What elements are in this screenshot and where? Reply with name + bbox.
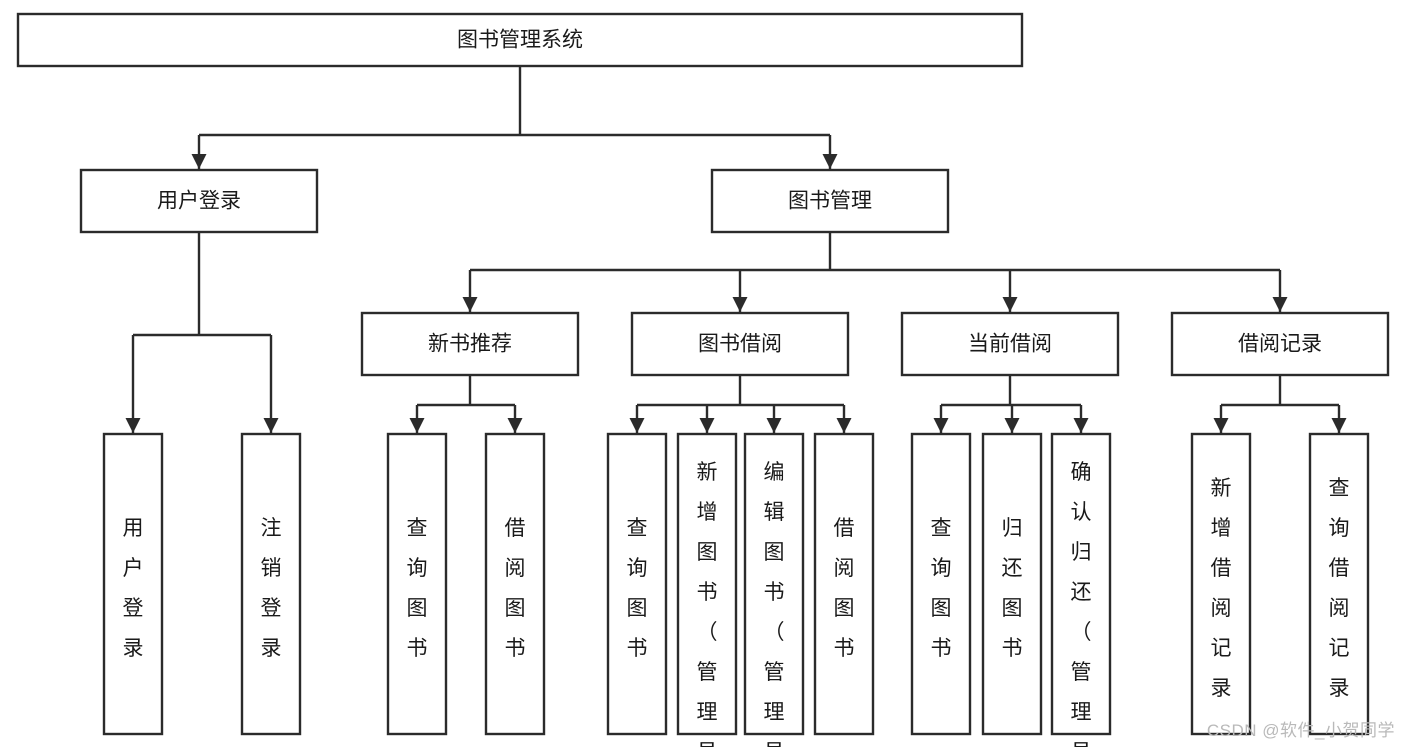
node-leaf-borrow-book-rec[interactable]: 借阅图书 xyxy=(484,432,546,736)
arrow-head xyxy=(191,154,207,169)
arrow-head xyxy=(1331,418,1347,433)
arrow-head xyxy=(1213,418,1229,433)
node-label-root: 图书管理系统 xyxy=(457,29,583,52)
node-label-leaf-add-borrow-record: 新增借阅记录 xyxy=(1211,477,1232,700)
node-box-leaf-user-login xyxy=(102,432,164,736)
node-borrow-record[interactable]: 借阅记录 xyxy=(1170,311,1390,377)
node-leaf-add-book-admin[interactable]: 新增图书（管理员） xyxy=(676,432,738,747)
node-box-leaf-user-logout xyxy=(240,432,302,736)
arrow-head xyxy=(1272,297,1288,312)
node-box-book-borrow xyxy=(630,311,850,377)
node-leaf-edit-book-admin[interactable]: 编辑图书（管理员） xyxy=(743,432,805,747)
node-leaf-confirm-return-admin[interactable]: 确认归还（管理员） xyxy=(1050,432,1112,747)
node-label-book-manage: 图书管理 xyxy=(788,190,872,213)
node-label-leaf-query-book-cur: 查询图书 xyxy=(931,517,952,660)
node-box-leaf-borrow-book-rec xyxy=(484,432,546,736)
node-label-new-book-recommend: 新书推荐 xyxy=(428,333,512,356)
arrow-head xyxy=(1073,418,1089,433)
node-leaf-query-borrow-record[interactable]: 查询借阅记录 xyxy=(1308,432,1370,736)
connector-layer xyxy=(125,66,1347,433)
node-box-borrow-record xyxy=(1170,311,1390,377)
node-label-leaf-borrow-book: 借阅图书 xyxy=(834,517,855,660)
node-user-login[interactable]: 用户登录 xyxy=(79,168,319,234)
node-box-leaf-edit-book-admin xyxy=(743,432,805,736)
node-label-leaf-confirm-return-admin: 确认归还（管理员） xyxy=(1071,461,1092,747)
arrow-head xyxy=(822,154,838,169)
node-box-book-manage xyxy=(710,168,950,234)
arrow-head xyxy=(629,418,645,433)
node-leaf-user-login[interactable]: 用户登录 xyxy=(102,432,164,736)
node-label-leaf-borrow-book-rec: 借阅图书 xyxy=(505,517,526,660)
node-box-current-borrow xyxy=(900,311,1120,377)
arrow-head xyxy=(732,297,748,312)
node-label-leaf-user-login: 用户登录 xyxy=(123,517,144,660)
node-leaf-borrow-book[interactable]: 借阅图书 xyxy=(813,432,875,736)
node-label-leaf-user-logout: 注销登录 xyxy=(261,517,282,660)
node-leaf-add-borrow-record[interactable]: 新增借阅记录 xyxy=(1190,432,1252,736)
node-book-manage[interactable]: 图书管理 xyxy=(710,168,950,234)
node-box-root xyxy=(16,12,1024,68)
node-leaf-user-logout[interactable]: 注销登录 xyxy=(240,432,302,736)
node-leaf-query-book-cur[interactable]: 查询图书 xyxy=(910,432,972,736)
node-new-book-recommend[interactable]: 新书推荐 xyxy=(360,311,580,377)
arrow-head xyxy=(699,418,715,433)
arrow-head xyxy=(409,418,425,433)
node-label-leaf-query-book-borrow: 查询图书 xyxy=(627,517,648,660)
node-box-leaf-return-book xyxy=(981,432,1043,736)
node-label-leaf-add-book-admin: 新增图书（管理员） xyxy=(697,461,718,747)
node-box-leaf-add-book-admin xyxy=(676,432,738,736)
node-box-leaf-query-book-cur xyxy=(910,432,972,736)
node-box-leaf-query-book-borrow xyxy=(606,432,668,736)
arrow-head xyxy=(1004,418,1020,433)
node-label-leaf-edit-book-admin: 编辑图书（管理员） xyxy=(764,461,785,747)
node-label-leaf-return-book: 归还图书 xyxy=(1002,517,1023,660)
node-leaf-return-book[interactable]: 归还图书 xyxy=(981,432,1043,736)
node-label-current-borrow: 当前借阅 xyxy=(968,333,1052,356)
node-layer: 图书管理系统用户登录图书管理新书推荐图书借阅当前借阅借阅记录用户登录注销登录查询… xyxy=(16,12,1390,747)
node-label-user-login: 用户登录 xyxy=(157,190,241,213)
arrow-head xyxy=(507,418,523,433)
node-box-leaf-query-book-rec xyxy=(386,432,448,736)
node-label-leaf-query-borrow-record: 查询借阅记录 xyxy=(1329,477,1350,700)
node-box-user-login xyxy=(79,168,319,234)
node-book-borrow[interactable]: 图书借阅 xyxy=(630,311,850,377)
node-box-leaf-add-borrow-record xyxy=(1190,432,1252,736)
node-box-leaf-query-borrow-record xyxy=(1308,432,1370,736)
node-root[interactable]: 图书管理系统 xyxy=(16,12,1024,68)
node-current-borrow[interactable]: 当前借阅 xyxy=(900,311,1120,377)
node-label-book-borrow: 图书借阅 xyxy=(698,333,782,356)
node-leaf-query-book-rec[interactable]: 查询图书 xyxy=(386,432,448,736)
arrow-head xyxy=(462,297,478,312)
node-leaf-query-book-borrow[interactable]: 查询图书 xyxy=(606,432,668,736)
arrow-head xyxy=(766,418,782,433)
arrow-head xyxy=(263,418,279,433)
node-box-leaf-borrow-book xyxy=(813,432,875,736)
node-box-leaf-confirm-return-admin xyxy=(1050,432,1112,736)
node-label-borrow-record: 借阅记录 xyxy=(1238,333,1322,356)
node-label-leaf-query-book-rec: 查询图书 xyxy=(407,517,428,660)
arrow-head xyxy=(836,418,852,433)
node-box-new-book-recommend xyxy=(360,311,580,377)
arrow-head xyxy=(933,418,949,433)
arrow-head xyxy=(125,418,141,433)
arrow-head xyxy=(1002,297,1018,312)
